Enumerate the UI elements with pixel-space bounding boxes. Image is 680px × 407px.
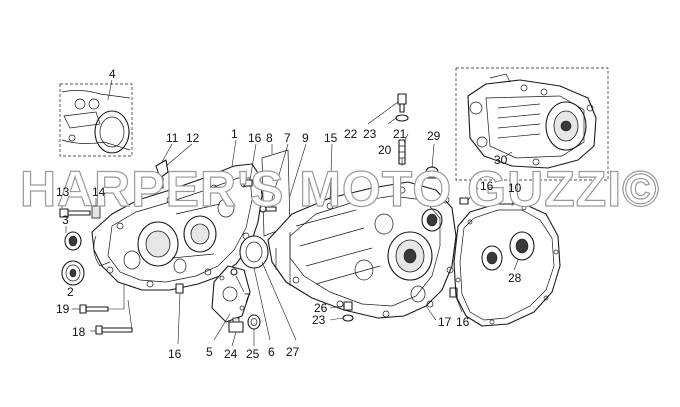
label-28: 28 — [508, 271, 522, 285]
part-3-seal — [64, 226, 82, 251]
label-6: 6 — [268, 345, 275, 359]
part-25-washer — [247, 314, 261, 346]
watermark: HARPER'S MOTO GUZZI© — [20, 161, 660, 217]
label-7-upper: 7 — [284, 131, 291, 145]
part-20-21-22-vent-tube — [367, 93, 409, 166]
part-16-plug-right-upper — [459, 187, 479, 205]
part-28-bearings — [481, 231, 535, 271]
label-21: 21 — [393, 127, 407, 141]
label-5: 5 — [206, 345, 213, 359]
label-13: 13 — [56, 185, 70, 199]
label-16-bottom: 16 — [168, 347, 182, 361]
label-3: 3 — [62, 213, 69, 227]
label-26: 26 — [314, 301, 328, 315]
part-26-23-screw — [329, 301, 354, 322]
part-5-cover-plate — [211, 265, 251, 341]
label-12: 12 — [186, 131, 200, 145]
detail-inset-4 — [59, 79, 133, 157]
part-15-center-housing — [267, 143, 457, 319]
label-1: 1 — [231, 127, 238, 141]
part-19-bolt — [72, 304, 109, 314]
part-16-plug-top — [243, 143, 257, 187]
label-7-lower: 7 — [244, 291, 251, 305]
label-19: 19 — [56, 302, 70, 316]
leader-17 — [425, 305, 437, 321]
label-23-bottom: 23 — [312, 313, 326, 327]
label-18: 18 — [72, 325, 86, 339]
label-23-top: 23 — [363, 127, 377, 141]
part-14-nut — [91, 198, 101, 219]
label-20: 20 — [378, 143, 392, 157]
part-29-cap — [425, 143, 439, 179]
label-14: 14 — [92, 185, 106, 199]
part-1-left-housing — [91, 139, 263, 291]
part-7-screw-lower — [230, 268, 245, 293]
leader-9 — [289, 143, 307, 197]
label-17: 17 — [438, 315, 452, 329]
label-22: 22 — [344, 127, 358, 141]
label-16-right: 16 — [480, 179, 494, 193]
part-2-bearing — [61, 260, 85, 286]
label-16-top: 16 — [248, 131, 262, 145]
label-16-lower-right: 16 — [456, 315, 470, 329]
part-13-screw — [59, 198, 91, 218]
label-15: 15 — [324, 131, 338, 145]
part-10-gasket — [453, 193, 561, 327]
label-9: 9 — [302, 131, 309, 145]
part-24-drain-plug — [228, 317, 244, 347]
part-16-pin-lower — [175, 283, 184, 345]
label-4: 4 — [109, 67, 116, 81]
label-25: 25 — [246, 347, 260, 361]
part-16-plug-lower-right — [449, 287, 463, 313]
label-8: 8 — [266, 131, 273, 145]
label-2: 2 — [67, 285, 74, 299]
assembled-gearbox-inset-30 — [455, 67, 609, 181]
part-11-12-breather — [155, 143, 193, 189]
label-27: 27 — [286, 345, 300, 359]
label-10: 10 — [508, 181, 522, 195]
part-7-screw-upper — [259, 143, 289, 213]
part-6-27-seal-ring — [239, 235, 297, 341]
label-24: 24 — [224, 347, 238, 361]
label-11: 11 — [166, 131, 179, 145]
part-18-long-bolt — [90, 325, 133, 335]
label-30: 30 — [494, 153, 508, 167]
label-29: 29 — [427, 129, 441, 143]
